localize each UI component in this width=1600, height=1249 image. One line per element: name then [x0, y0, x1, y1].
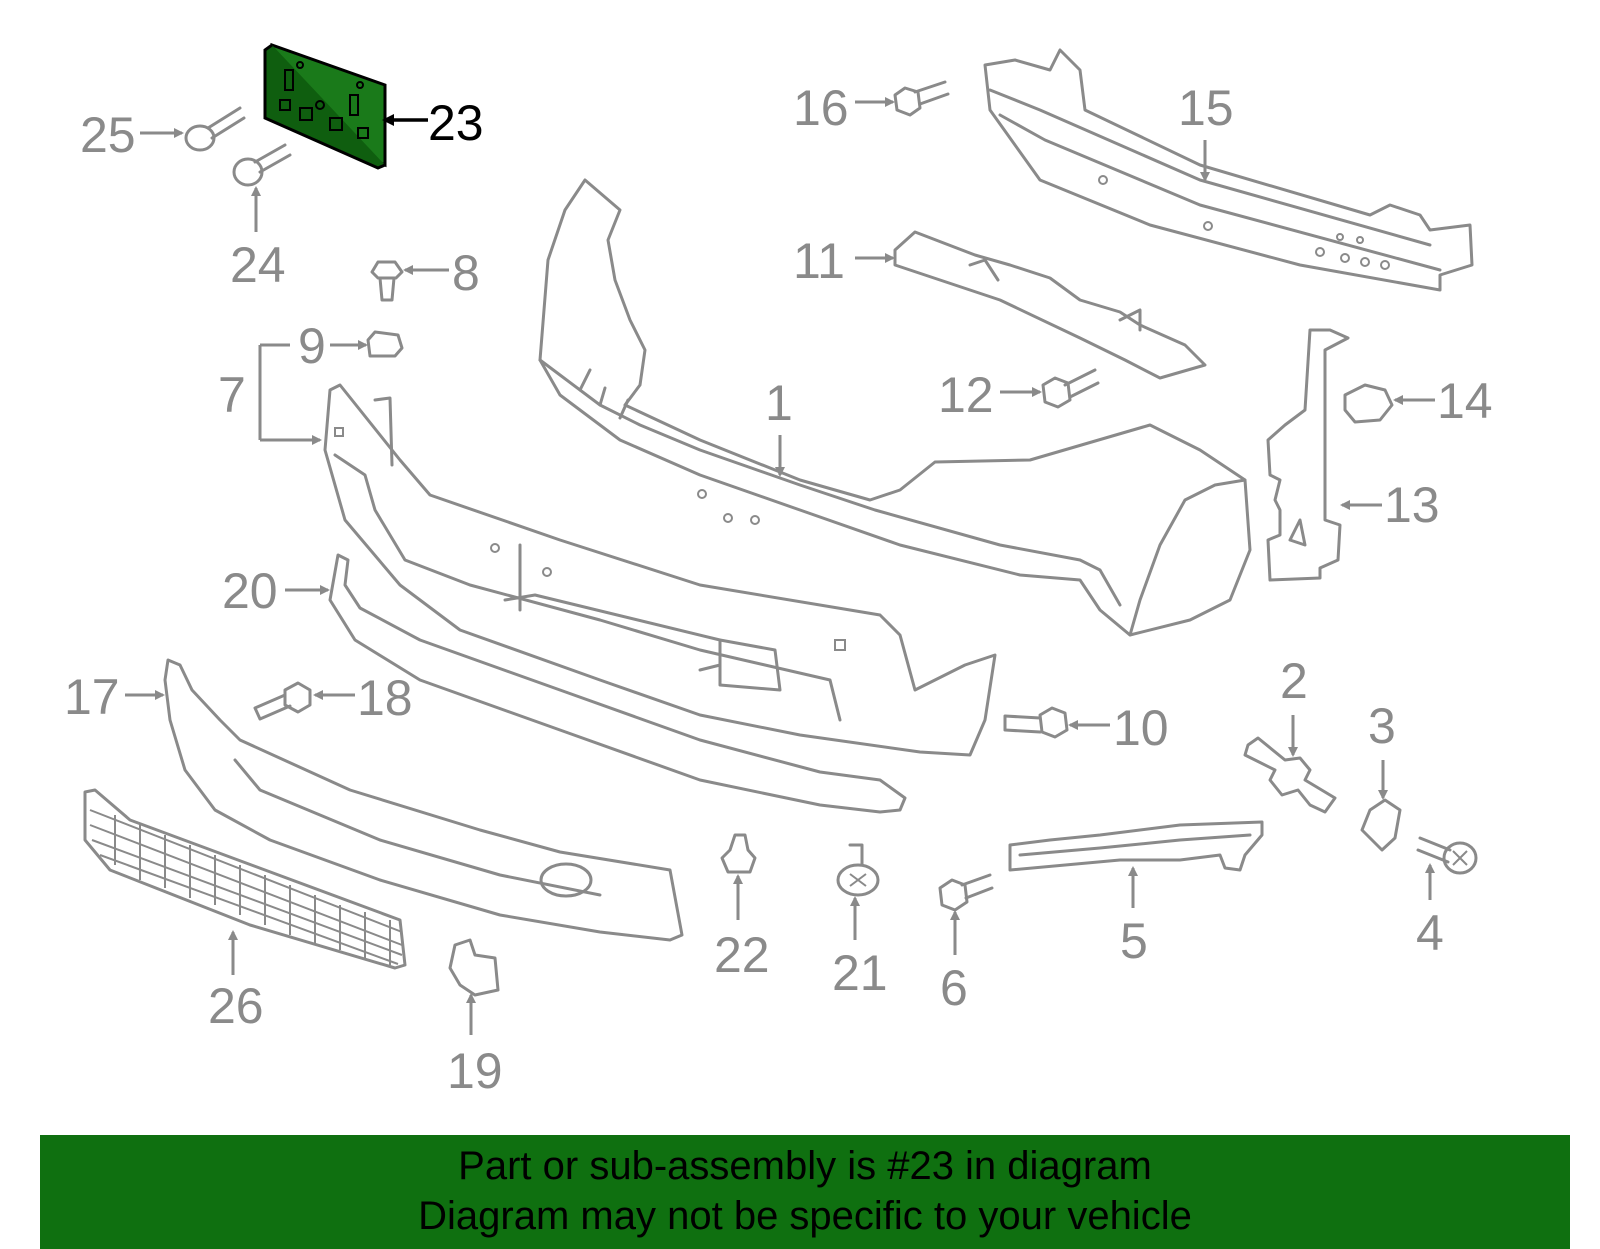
- callout-21: 21: [832, 945, 888, 1001]
- callout-14: 14: [1437, 373, 1493, 429]
- absorber-part-11[interactable]: [893, 230, 1207, 380]
- callout-12: 12: [938, 367, 994, 423]
- callout-13: 13: [1384, 477, 1440, 533]
- callout-5: 5: [1120, 913, 1148, 969]
- screw-part-24[interactable]: [232, 143, 292, 187]
- callout-16: 16: [793, 80, 849, 136]
- clip-part-22[interactable]: [720, 833, 757, 874]
- callout-25: 25: [80, 107, 136, 163]
- banner-line-disclaimer: Diagram may not be specific to your vehi…: [418, 1194, 1192, 1238]
- callout-3: 3: [1368, 698, 1396, 754]
- lower-cover-part-7[interactable]: [323, 383, 997, 757]
- callout-10: 10: [1113, 700, 1169, 756]
- clip-part-14[interactable]: [1343, 383, 1394, 424]
- callout-20: 20: [222, 563, 278, 619]
- callout-24: 24: [230, 237, 286, 293]
- screw-part-21[interactable]: [836, 843, 880, 897]
- callout-1: 1: [765, 375, 793, 431]
- screw-part-25[interactable]: [184, 106, 246, 152]
- side-bracket-part-5[interactable]: [1008, 820, 1264, 872]
- callout-9: 9: [298, 318, 326, 374]
- callout-19: 19: [447, 1043, 503, 1099]
- info-banner: Part or sub-assembly is #23 in diagram D…: [40, 1135, 1570, 1249]
- callout-11: 11: [793, 233, 845, 289]
- callout-6: 6: [940, 960, 968, 1016]
- callout-labels: 23 25 24 16 15 11 8 9 7 12 14 1 13 20 18…: [64, 80, 1493, 1099]
- reinforcement-beam-part-15[interactable]: [983, 48, 1474, 292]
- bolt-part-6[interactable]: [938, 873, 994, 912]
- callout-8: 8: [452, 245, 480, 301]
- bumper-cover-part-1[interactable]: [538, 178, 1252, 637]
- grille-frame-part-17[interactable]: [163, 658, 684, 942]
- callout-15: 15: [1178, 80, 1234, 136]
- callout-23: 23: [428, 95, 484, 151]
- callout-17: 17: [64, 669, 120, 725]
- clip-part-2[interactable]: [1243, 736, 1337, 814]
- fog-bracket-part-19[interactable]: [448, 938, 500, 997]
- screw-part-4[interactable]: [1416, 836, 1478, 875]
- clip-part-8[interactable]: [370, 260, 404, 302]
- callout-4: 4: [1416, 905, 1444, 961]
- bolt-part-18[interactable]: [253, 681, 312, 721]
- spoiler-strip-part-20[interactable]: [328, 553, 907, 814]
- bracket-part-13[interactable]: [1266, 328, 1350, 582]
- bolt-part-12[interactable]: [1041, 368, 1100, 409]
- banner-line-part-number: Part or sub-assembly is #23 in diagram: [458, 1144, 1152, 1188]
- grille-mesh-part-26[interactable]: [83, 788, 407, 970]
- cap-part-3[interactable]: [1360, 798, 1402, 852]
- callout-18: 18: [357, 670, 413, 726]
- callout-7: 7: [218, 367, 246, 423]
- bolt-part-16[interactable]: [893, 80, 950, 117]
- callout-26: 26: [208, 978, 264, 1034]
- callout-22: 22: [714, 927, 770, 983]
- callout-2: 2: [1280, 653, 1308, 709]
- callout-arrows: [125, 97, 1435, 1035]
- license-bracket-part-23[interactable]: [263, 42, 387, 170]
- clip-part-9[interactable]: [366, 330, 404, 358]
- bolt-part-10[interactable]: [1003, 706, 1069, 739]
